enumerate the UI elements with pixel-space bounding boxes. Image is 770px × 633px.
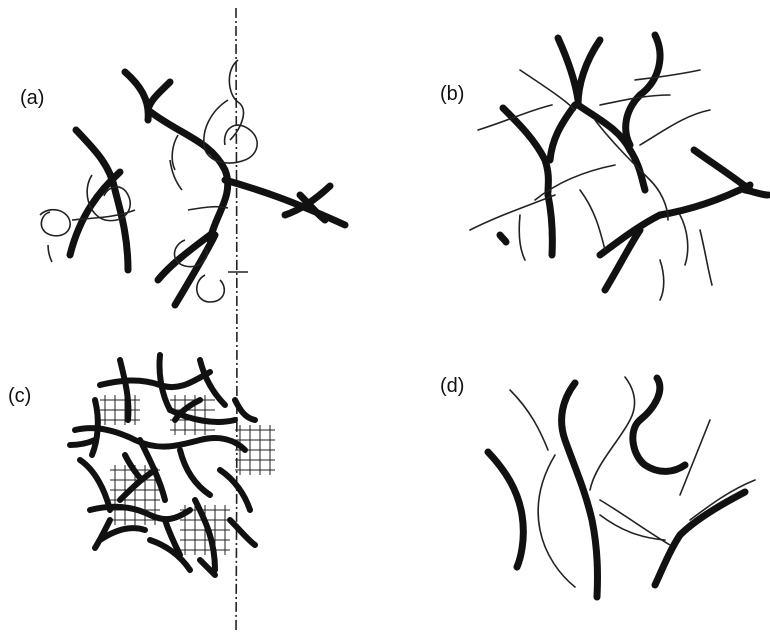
panel-a: (a) (20, 60, 345, 305)
panel-c-label: (c) (8, 385, 31, 407)
panel-d: (d) (440, 375, 755, 597)
panel-a-label: (a) (20, 87, 44, 109)
panel-d-thick-chains (488, 378, 745, 597)
panel-b-thick-chains (500, 35, 768, 290)
panel-d-label: (d) (440, 375, 464, 397)
panel-c-thick-network (70, 355, 255, 575)
panel-b-label: (b) (440, 83, 464, 105)
panel-b: (b) (440, 35, 768, 300)
panel-d-thin-chains (510, 377, 755, 587)
panel-c: (c) (8, 355, 275, 575)
panel-b-thin-chains (470, 70, 712, 300)
